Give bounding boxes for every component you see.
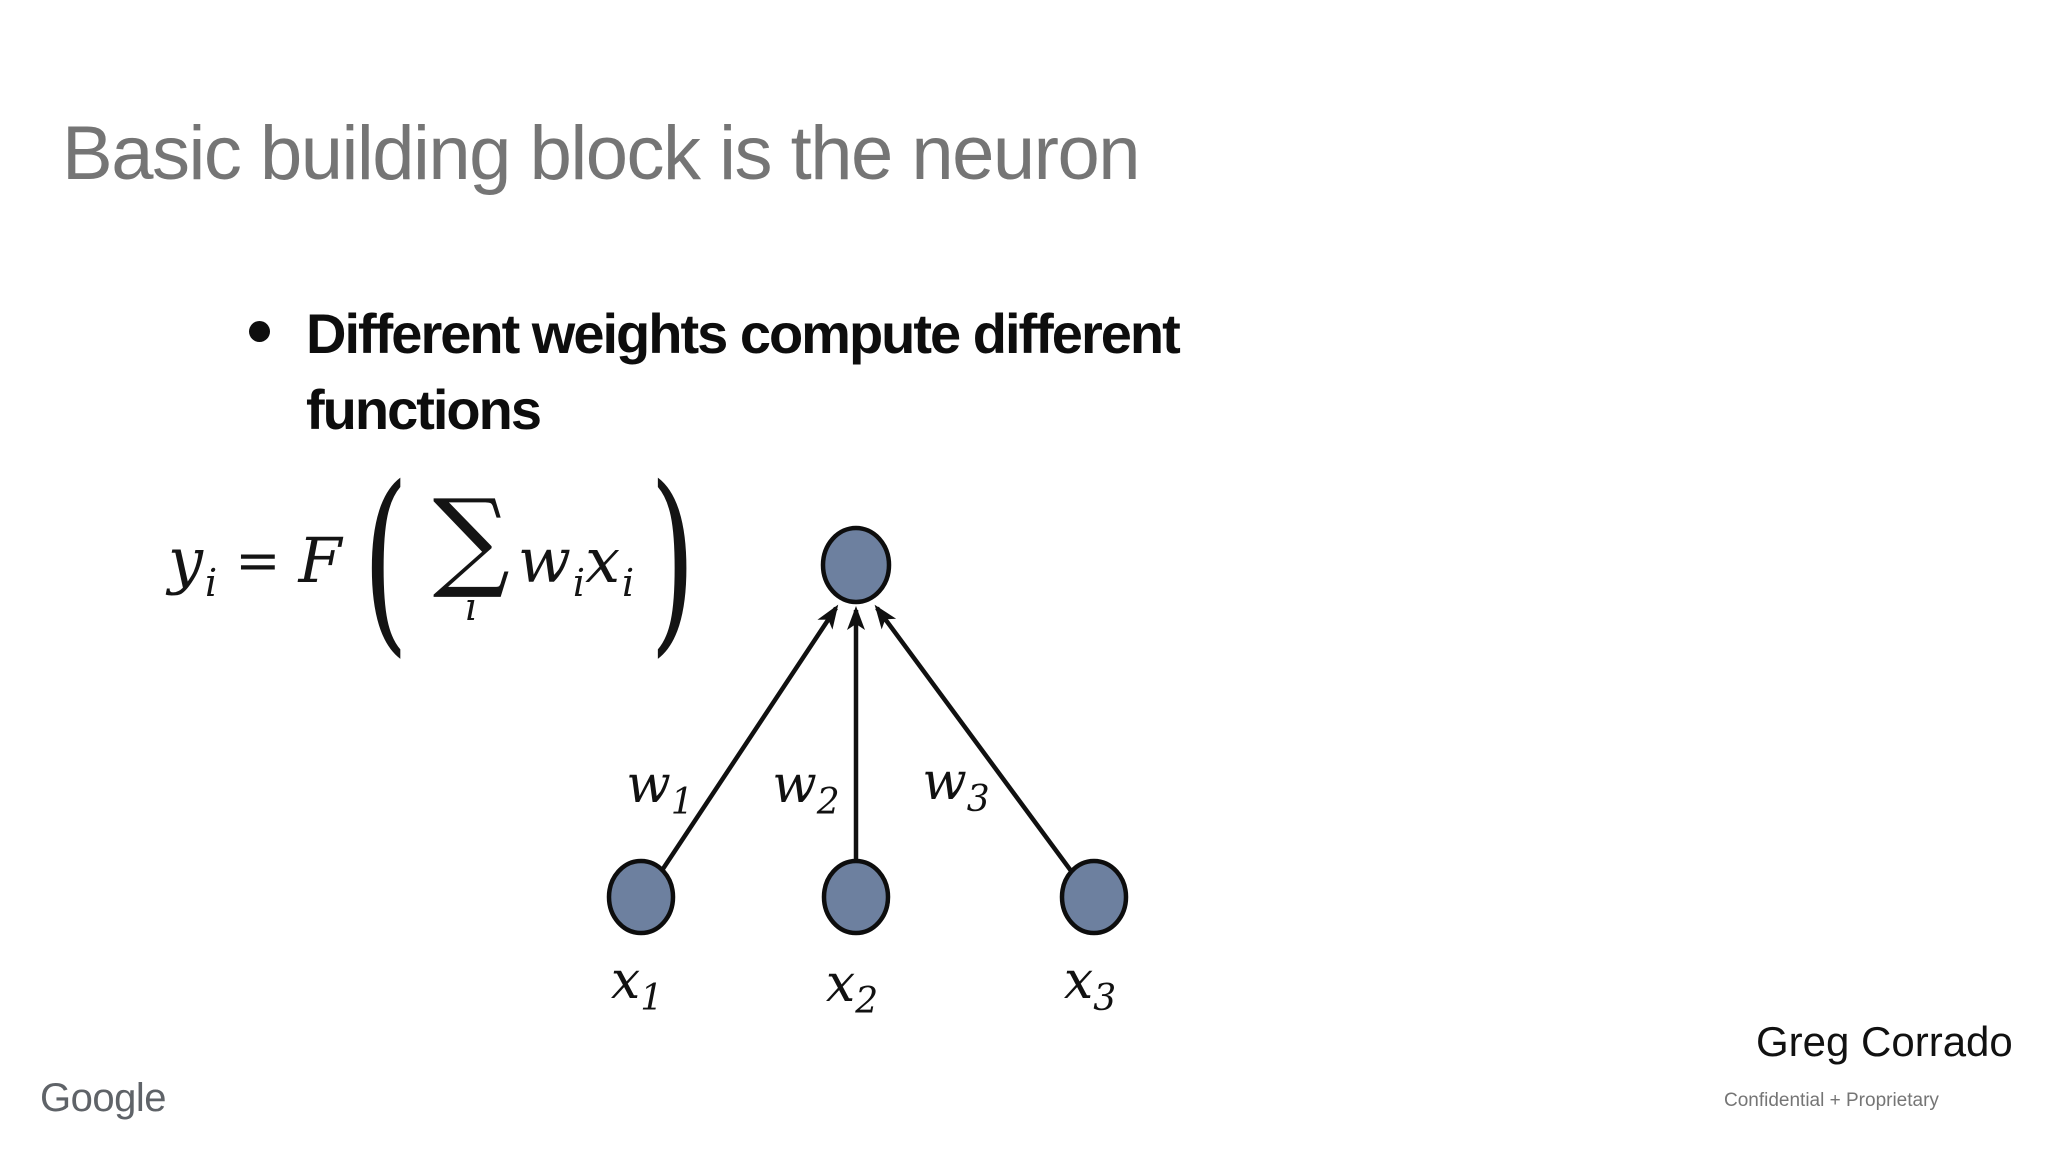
w2-sub: 2: [816, 782, 840, 823]
formula-y-sub: i: [205, 560, 218, 605]
output-neuron-node: [820, 525, 892, 605]
w3-base: w: [922, 752, 967, 812]
google-logo: Google: [40, 1076, 166, 1120]
input-node-x3: [1059, 858, 1129, 936]
input-label-x2: x2: [826, 954, 878, 1022]
formula-w-sub: i: [572, 560, 586, 605]
w1-sub: 1: [671, 782, 694, 823]
bullet-line-2: functions: [306, 378, 542, 442]
edge-w1: [639, 604, 839, 904]
x1-sub: 1: [640, 978, 663, 1019]
w3-sub: 3: [967, 779, 990, 820]
formula-activation-f: F: [298, 523, 342, 597]
formula-x: x: [585, 523, 621, 597]
input-label-x1: x1: [611, 951, 663, 1019]
formula-x-sub: i: [622, 560, 635, 605]
bullet-line-1: Different weights compute different: [306, 302, 1181, 365]
author-credit: Greg Corrado: [1756, 1018, 2013, 1065]
input-label-x3: x3: [1064, 951, 1116, 1019]
formula-close-paren: ): [649, 444, 696, 675]
weight-label-w2: w2: [772, 755, 839, 823]
formula-equals: =: [235, 528, 281, 592]
input-node-x2: [821, 858, 891, 936]
x3-base: x: [1064, 951, 1093, 1011]
sigma-index: i: [465, 585, 478, 629]
confidential-label: Confidential + Proprietary: [1724, 1090, 1939, 1111]
formula-w: w: [517, 523, 571, 597]
formula-weight-term: wi: [517, 523, 585, 602]
x2-base: x: [826, 954, 855, 1014]
weight-label-w3: w3: [922, 752, 989, 820]
x3-sub: 3: [1093, 978, 1116, 1019]
weight-label-w1: w1: [626, 755, 693, 823]
w1-base: w: [626, 755, 671, 815]
formula-output-term: yi: [168, 523, 217, 602]
bullet-marker: [249, 321, 270, 342]
formula-y: y: [168, 523, 204, 597]
formula-input-term: xi: [585, 523, 634, 602]
sigma-symbol: ∑: [432, 477, 510, 602]
page-title: Basic building block is the neuron: [62, 111, 1141, 196]
edge-w3: [874, 604, 1096, 904]
formula-open-paren: (: [362, 444, 410, 675]
neuron-formula: yi = F ( ∑ i wi xi ): [168, 444, 711, 675]
bullet-text: Different weights compute different func…: [306, 296, 1181, 448]
input-node-x1: [606, 858, 676, 936]
w2-base: w: [772, 755, 817, 815]
formula-sum-block: ∑ i: [432, 477, 510, 629]
x2-sub: 2: [854, 981, 878, 1022]
x1-base: x: [611, 951, 640, 1011]
